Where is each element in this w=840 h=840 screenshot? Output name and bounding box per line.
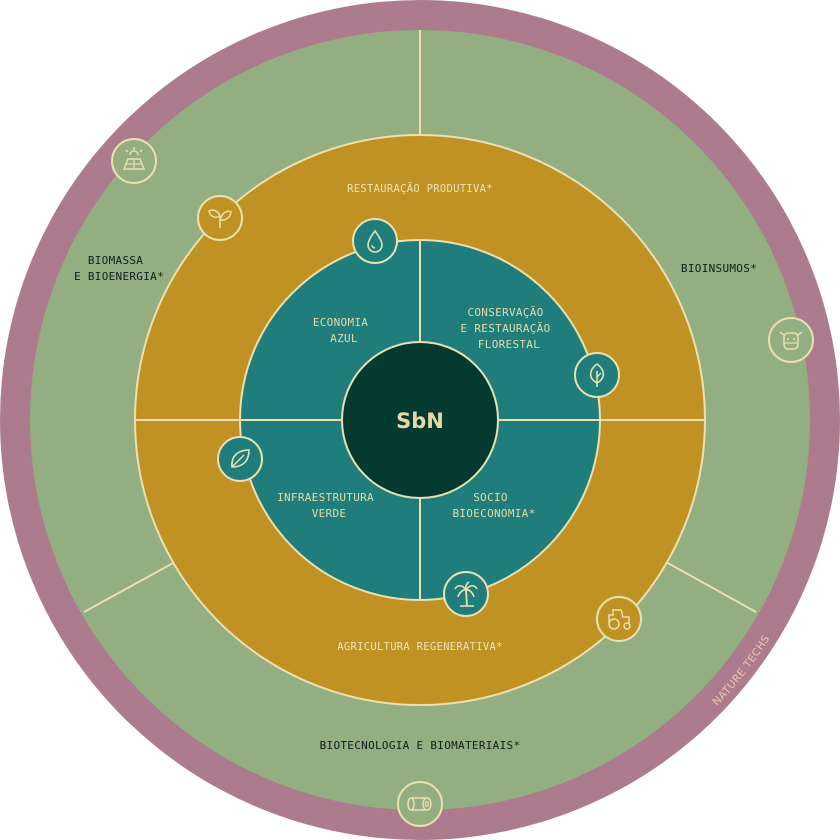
- inner-label-economia-azul: ECONOMIA AZUL: [313, 316, 375, 345]
- tractor-icon: [596, 596, 642, 642]
- inner-label-infraestrutura-verde: INFRAESTRUTURA VERDE: [277, 491, 381, 520]
- outer-divider-right: [665, 561, 757, 613]
- inner-label-socio-bioeconomia: SOCIO BIOECONOMIA*: [452, 491, 535, 520]
- water-drop-icon: [352, 218, 398, 264]
- inner-label-conservacao: CONSERVAÇÃO E RESTAURAÇÃO FLORESTAL: [461, 306, 558, 351]
- log-icon: [397, 781, 443, 827]
- middle-label-agricultura-regenerativa: AGRICULTURA REGENERATIVA*: [337, 641, 503, 653]
- inner-label-line: CONSERVAÇÃO: [467, 306, 543, 319]
- outer-label-line: BIOMASSA: [88, 254, 143, 267]
- inner-label-line: E RESTAURAÇÃO: [461, 322, 551, 335]
- inner-label-line: ECONOMIA: [313, 316, 368, 329]
- center-circle: [341, 341, 499, 499]
- inner-label-line: INFRAESTRUTURA: [277, 491, 374, 504]
- sprout-icon: [197, 195, 243, 241]
- inner-label-line: FLORESTAL: [478, 338, 540, 351]
- inner-label-line: SOCIO: [473, 491, 508, 504]
- inner-label-line: BIOECONOMIA*: [452, 507, 535, 520]
- palm-tree-icon: [443, 571, 489, 617]
- outer-label-line: BIOINSUMOS*: [681, 262, 757, 275]
- outer-dividers: [83, 30, 757, 613]
- outer-label-biomassa: BIOMASSA E BIOENERGIA*: [74, 254, 164, 283]
- leaf-icon: [217, 436, 263, 482]
- inner-label-line: VERDE: [312, 507, 347, 520]
- tree-leaf-icon: [574, 352, 620, 398]
- outer-divider-left: [83, 561, 176, 613]
- outer-label-bioinsumos: BIOINSUMOS*: [681, 262, 757, 275]
- cow-icon: [768, 317, 814, 363]
- inner-label-line: AZUL: [330, 332, 358, 345]
- center-label: SbN: [396, 409, 444, 433]
- middle-label-restauracao-produtiva: RESTAURAÇÃO PRODUTIVA*: [347, 182, 493, 195]
- solar-panel-icon: [111, 138, 157, 184]
- outer-label-biotecnologia: BIOTECNOLOGIA E BIOMATERIAIS*: [320, 739, 521, 752]
- outer-label-line: E BIOENERGIA*: [74, 270, 164, 283]
- outer-label-line: BIOTECNOLOGIA E BIOMATERIAIS*: [320, 739, 521, 752]
